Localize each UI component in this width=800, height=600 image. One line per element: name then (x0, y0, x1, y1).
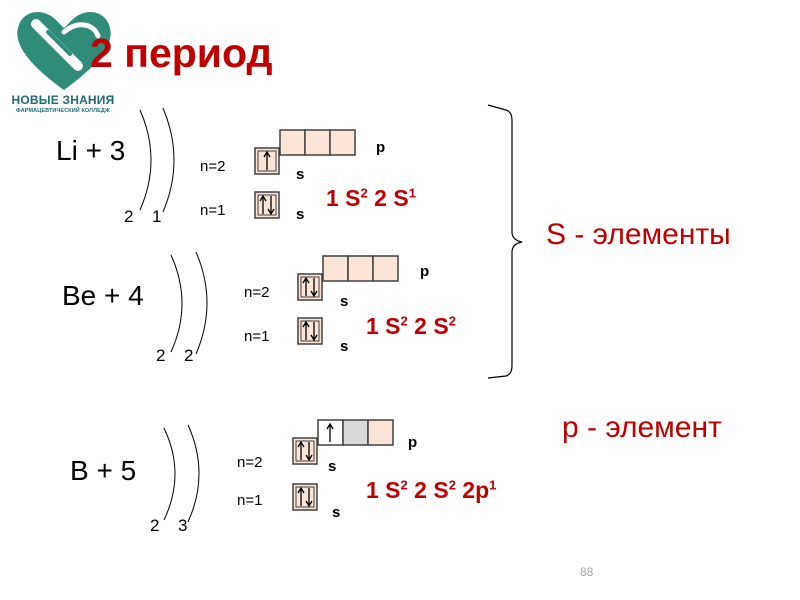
electron-config: 1 S2 2 S1 (326, 185, 416, 211)
orbital-label-s: s (340, 338, 349, 355)
orbital-cell-p (304, 129, 331, 156)
orbital-cell-p (322, 255, 349, 282)
orbital-cell-inner (300, 276, 320, 298)
shell-count: 1 (152, 207, 162, 226)
p-element-label: p - элемент (562, 411, 722, 444)
orbital-cell-s (292, 483, 318, 511)
spin-up-arrow (297, 486, 305, 506)
spin-up-arrow (263, 150, 271, 170)
college-logo (17, 11, 111, 90)
orbital-label-s: s (328, 458, 337, 475)
level-label: n=1 (244, 328, 270, 345)
spin-up-arrow (326, 422, 334, 442)
orbital-cell-p (367, 419, 394, 446)
spin-up-arrow (302, 320, 310, 340)
level-label: n=1 (200, 202, 226, 219)
shell-count: 2 (150, 516, 160, 535)
orbital-cell-inner (300, 320, 320, 342)
orbital-cell-p (347, 255, 374, 282)
orbital-label-s: s (296, 166, 305, 183)
spin-up-arrow (297, 440, 305, 460)
orbital-cell-p (342, 419, 369, 446)
logo-subtext: ФАРМАЦЕВТИЧЕСКИЙ КОЛЛЕДЖ (16, 108, 110, 114)
logo-text: НОВЫЕ ЗНАНИЯ (11, 93, 115, 107)
group-bracket (487, 104, 523, 379)
orbital-label-p: p (376, 139, 386, 156)
orbital-cell-p (372, 255, 399, 282)
atom-label: Li + 3 (56, 135, 126, 166)
orbital-cell-p (329, 129, 356, 156)
orbital-cell-inner (295, 486, 315, 508)
level-label: n=2 (237, 454, 263, 471)
level-label: n=2 (244, 284, 270, 301)
shell-arc (187, 424, 200, 523)
level-label: n=1 (237, 492, 263, 509)
level-label: n=2 (200, 158, 226, 175)
orbital-cell-p (279, 129, 306, 156)
orbital-label-s: s (340, 293, 349, 310)
spin-up-arrow (259, 194, 267, 214)
orbital-cell-s (254, 191, 280, 219)
shell-count: 2 (184, 346, 194, 365)
spin-down-arrow (310, 278, 318, 298)
s-elements-label: S - элементы (546, 218, 731, 251)
shell-count: 2 (124, 207, 134, 226)
spin-down-arrow (305, 442, 313, 462)
shell-arc (163, 427, 176, 521)
orbital-label-s: s (332, 504, 341, 521)
page-title: 2 период (90, 30, 273, 76)
orbital-cell-inner (257, 194, 277, 216)
page-number: 88 (580, 565, 594, 579)
shell-arc (139, 109, 152, 211)
orbital-cell-s (297, 273, 323, 301)
shell-arc (195, 251, 208, 355)
orbital-label-p: p (420, 263, 430, 280)
atom-label: Be + 4 (62, 280, 144, 311)
heart-capsule-icon (17, 11, 111, 90)
atom-label: B + 5 (70, 455, 137, 486)
electron-config: 1 S2 2 S2 2p1 (366, 477, 497, 503)
orbital-label-s: s (296, 206, 305, 223)
electron-config: 1 S2 2 S2 (366, 313, 456, 339)
spin-down-arrow (310, 322, 318, 342)
shell-arc (162, 107, 175, 213)
spin-down-arrow (305, 488, 313, 508)
spin-up-arrow (302, 276, 310, 296)
orbital-label-p: p (408, 434, 418, 451)
shell-count: 3 (178, 516, 188, 535)
shell-arc (170, 254, 183, 353)
spin-down-arrow (267, 196, 275, 216)
orbital-cell-s (292, 437, 318, 465)
shell-count: 2 (156, 346, 166, 365)
orbital-cell-s (297, 317, 323, 345)
orbital-cell-inner (295, 440, 315, 462)
